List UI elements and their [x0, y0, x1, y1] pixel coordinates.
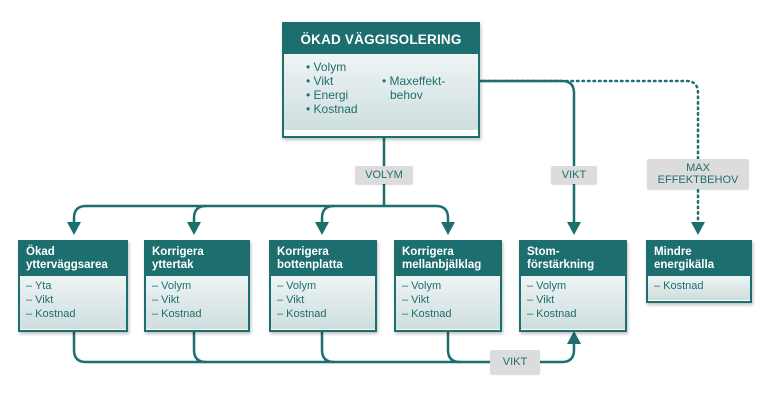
box-items: – Kostnad [648, 276, 750, 300]
main-box-title: ÖKAD VÄGGISOLERING [284, 24, 478, 54]
box-title: Korrigera mellanbjälklag [396, 242, 500, 276]
box-title-line1: Korrigera [402, 246, 454, 258]
box-title: Mindre energikälla [648, 242, 750, 276]
label-max-effektbehov: MAX EFFEKTBEHOV [647, 159, 749, 189]
box-item: – Volym [277, 280, 317, 292]
main-item-kostnad: • Kostnad [306, 102, 358, 116]
box-title-line2: energikälla [654, 259, 715, 271]
arrowhead-mindre [691, 222, 705, 235]
main-item-vikt: • Vikt [306, 74, 334, 88]
arrowhead-mellanbjalklag [441, 222, 455, 235]
box-item: – Vikt [152, 294, 180, 306]
label-vikt-bottom: VIKT [490, 350, 540, 374]
box-item: – Kostnad [527, 308, 577, 320]
main-item-maxeffekt: • Maxeffekt- [382, 74, 446, 88]
main-box-items-left: • Volym • Vikt • Energi • Kostnad [306, 60, 358, 116]
bottom-tap-yttertak [192, 328, 208, 364]
main-box-items-right: • Maxeffekt- behov [382, 74, 445, 102]
branch-bottenplatta [320, 204, 336, 228]
main-item-behov: behov [390, 88, 423, 102]
arrowhead-stom-bottom [567, 331, 581, 344]
main-item-volym: • Volym [306, 60, 347, 74]
box-stomforstarkning: Stom- förstärkning – Volym – Vikt – Kost… [519, 240, 627, 332]
box-item: – Vikt [26, 294, 54, 306]
box-title-line2: mellanbjälklag [402, 259, 482, 271]
box-item: – Vikt [402, 294, 430, 306]
box-item: – Vikt [527, 294, 555, 306]
box-item: – Volym [402, 280, 442, 292]
box-items: – Yta – Vikt – Kostnad [20, 276, 126, 329]
box-item: – Yta [26, 280, 52, 292]
box-items: – Volym – Vikt – Kostnad [146, 276, 248, 329]
label-vikt-top: VIKT [551, 166, 597, 184]
box-items: – Volym – Vikt – Kostnad [396, 276, 500, 329]
box-item: – Vikt [277, 294, 305, 306]
arrowhead-okad [67, 222, 81, 235]
box-korrigera-yttertak: Korrigera yttertak – Volym – Vikt – Kost… [144, 240, 250, 332]
box-title-line1: Ökad [26, 246, 55, 258]
box-title: Korrigera bottenplatta [271, 242, 375, 276]
arrowhead-bottenplatta [315, 222, 329, 235]
box-title-line2: förstärkning [527, 259, 595, 271]
box-title-line1: Stom- [527, 246, 560, 258]
volym-bar-mid [84, 204, 450, 228]
box-title-line1: Korrigera [152, 246, 204, 258]
box-item: – Kostnad [26, 308, 76, 320]
box-mindre-energikalla: Mindre energikälla – Kostnad [646, 240, 752, 303]
main-item-energi: • Energi [306, 88, 349, 102]
bottom-collector [72, 328, 576, 364]
arrowhead-yttertak [187, 222, 201, 235]
box-title-line2: ytterväggsarea [26, 259, 108, 271]
box-items: – Volym – Vikt – Kostnad [521, 276, 625, 329]
volym-bar [72, 204, 88, 228]
box-item: – Kostnad [277, 308, 327, 320]
vikt-line-top [476, 79, 576, 228]
box-item: – Kostnad [654, 280, 704, 292]
box-title: Ökad ytterväggsarea [20, 242, 126, 276]
bottom-tap-mellanbjalklag [446, 328, 462, 364]
maxeffekt-dotted-line [476, 79, 700, 228]
box-title-line2: yttertak [152, 259, 194, 271]
box-title: Korrigera yttertak [146, 242, 248, 276]
box-items: – Volym – Vikt – Kostnad [271, 276, 375, 329]
box-korrigera-mellanbjalklag: Korrigera mellanbjälklag – Volym – Vikt … [394, 240, 502, 332]
box-item: – Kostnad [402, 308, 452, 320]
main-box-okad-vaggisolering: ÖKAD VÄGGISOLERING • Volym • Vikt • Ener… [282, 22, 480, 138]
box-item: – Kostnad [152, 308, 202, 320]
box-title-line1: Korrigera [277, 246, 329, 258]
label-max-line1: MAX [686, 162, 710, 174]
box-title: Stom- förstärkning [521, 242, 625, 276]
box-title-line2: bottenplatta [277, 259, 343, 271]
label-volym: VOLYM [355, 166, 413, 184]
arrowhead-stom [567, 222, 581, 235]
main-box-body: • Volym • Vikt • Energi • Kostnad • Maxe… [284, 54, 478, 130]
label-max-line2: EFFEKTBEHOV [657, 174, 739, 186]
box-item: – Volym [527, 280, 567, 292]
branch-yttertak [192, 204, 208, 228]
box-title-line1: Mindre [654, 246, 692, 258]
box-korrigera-bottenplatta: Korrigera bottenplatta – Volym – Vikt – … [269, 240, 377, 332]
box-okad-ytterväggsarea: Ökad ytterväggsarea – Yta – Vikt – Kostn… [18, 240, 128, 332]
box-item: – Volym [152, 280, 192, 292]
bottom-tap-bottenplatta [320, 328, 336, 364]
